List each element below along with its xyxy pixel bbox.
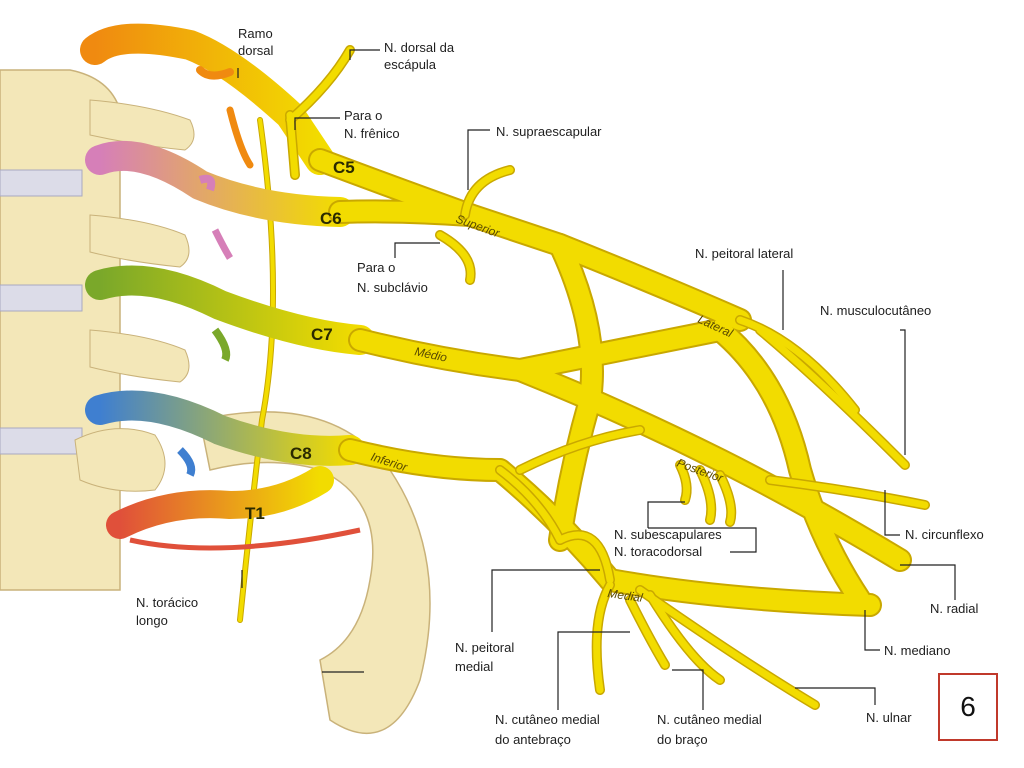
label-n-subescapulares: N. subescapulares N. toracodorsal (614, 527, 725, 559)
plexus-network (285, 45, 930, 710)
root-c7: C7 (311, 325, 333, 344)
nerve-labels: Ramo dorsal N. dorsal da escápula Para o… (136, 26, 984, 747)
label-n-mediano: N. mediano (884, 643, 950, 658)
leader-lines (237, 49, 956, 710)
trunk-medio: Médio (413, 344, 448, 365)
label-ramo-dorsal: Ramo dorsal (238, 26, 276, 58)
page-number-badge: 6 (938, 673, 998, 741)
label-para-subclavio: Para o N. subclávio (357, 260, 428, 295)
label-n-circunflexo: N. circunflexo (905, 527, 984, 542)
label-n-ulnar: N. ulnar (866, 710, 912, 725)
label-n-musculocutaneo: N. musculocutâneo (820, 303, 931, 318)
label-n-peitoral-lateral: N. peitoral lateral (695, 246, 793, 261)
label-para-frenico: Para o N. frênico (344, 108, 400, 141)
label-n-radial: N. radial (930, 601, 979, 616)
root-c5: C5 (333, 158, 355, 177)
label-n-cutaneo-antebraco: N. cutâneo medial do antebraço (495, 712, 603, 747)
cord-medial: Medial (607, 586, 644, 605)
label-n-toracico-longo: N. torácico longo (136, 595, 202, 628)
root-t1: T1 (245, 504, 265, 523)
label-n-supraescapular: N. supraescapular (496, 124, 602, 139)
root-c6: C6 (320, 209, 342, 228)
vertebral-column (0, 69, 195, 591)
root-labels: C5 C6 C7 C8 T1 (245, 158, 355, 523)
label-n-peitoral-medial: N. peitoral medial (455, 640, 518, 674)
label-n-dorsal-escapula: N. dorsal da escápula (384, 40, 458, 72)
label-n-cutaneo-braco: N. cutâneo medial do braço (657, 712, 765, 747)
root-c8: C8 (290, 444, 312, 463)
nerve-roots (80, 23, 375, 551)
